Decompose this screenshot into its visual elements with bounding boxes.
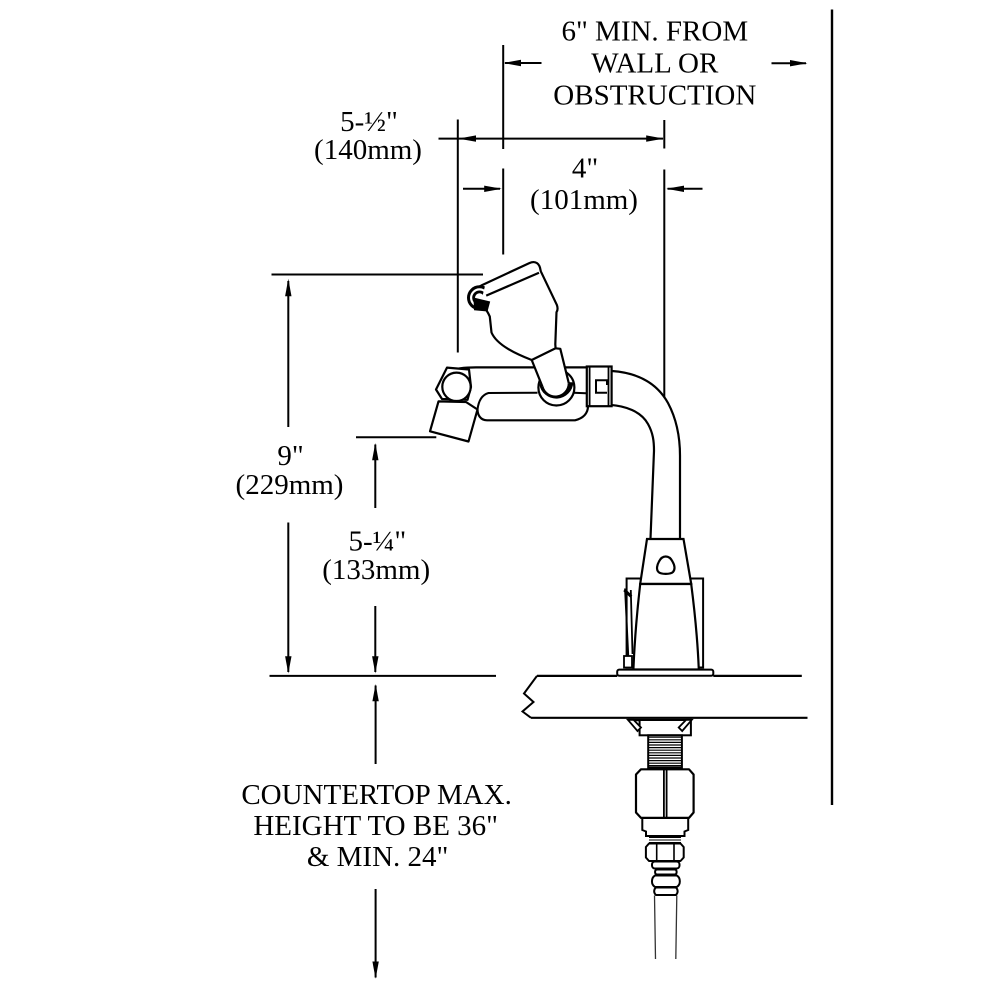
svg-text:COUNTERTOP MAX.: COUNTERTOP MAX.	[241, 779, 512, 811]
svg-text:9": 9"	[277, 440, 303, 472]
svg-text:WALL OR: WALL OR	[591, 48, 719, 80]
svg-text:(140mm): (140mm)	[314, 134, 422, 166]
svg-text:(101mm): (101mm)	[530, 184, 638, 216]
svg-text:(133mm): (133mm)	[322, 554, 430, 586]
svg-text:6" MIN. FROM: 6" MIN. FROM	[561, 16, 748, 48]
svg-text:5-¼": 5-¼"	[349, 526, 407, 558]
svg-text:5-½": 5-½"	[340, 106, 398, 138]
svg-text:OBSTRUCTION: OBSTRUCTION	[553, 80, 756, 112]
svg-text:& MIN. 24": & MIN. 24"	[307, 841, 449, 873]
svg-text:(229mm): (229mm)	[236, 469, 344, 501]
svg-text:HEIGHT TO BE 36": HEIGHT TO BE 36"	[253, 810, 498, 842]
svg-text:4": 4"	[572, 153, 598, 185]
